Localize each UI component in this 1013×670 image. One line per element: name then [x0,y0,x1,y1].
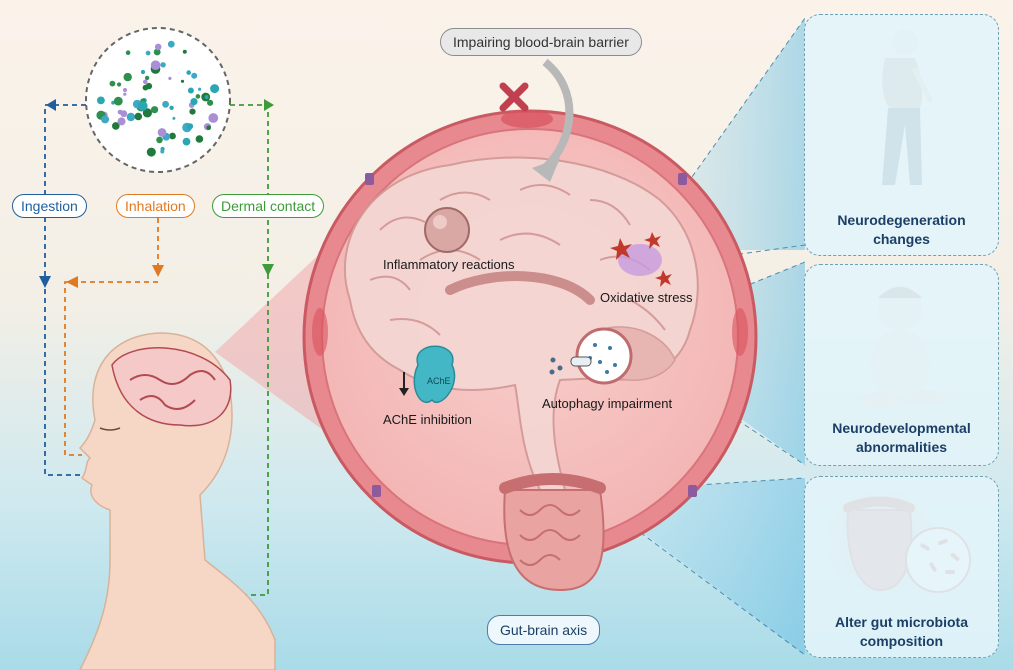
pollutant-particle [182,49,187,54]
pollutant-particle [123,72,132,82]
pollutant-particle [167,40,175,48]
pollutant-particle [168,76,172,80]
neurodevelopmental-line2: abnormalities [855,439,948,455]
pollutant-particle [189,108,196,115]
pollutant-particle [195,135,204,143]
panel-neurodevelopmental: Neurodevelopmental abnormalities [804,264,999,466]
pollutant-particle [123,88,127,92]
down-arrow-icon [399,372,409,396]
pollutant-particle [150,60,161,70]
pollutant-particle [162,100,170,108]
pollutant-particle [169,132,176,140]
inhalation-path [64,218,159,456]
barrier-cross-icon [499,82,529,112]
pollutant-particle [145,50,151,56]
pollutant-particle [153,48,161,56]
pollutant-particle [125,50,131,55]
pollutant-particle [143,79,148,85]
pollutant-particle [208,113,219,123]
neurodevelopmental-line1: Neurodevelopmental [832,420,971,436]
pollutant-particle [151,106,159,114]
gut-intestine-icon [499,473,606,592]
pollutant-particle [160,149,165,154]
ingestion-pill: Ingestion [12,194,87,218]
pollutant-particle [191,72,198,79]
pollutant-particle [154,43,162,51]
barrier-pill: Impairing blood-brain barrier [440,28,642,56]
inhalation-pill: Inhalation [116,194,195,218]
pollutant-particle [112,122,120,130]
gut-microbiota-line1: Alter gut microbiota [834,614,968,630]
pollutant-particle [97,96,105,105]
gut-brain-axis-pill: Gut-brain axis [487,615,601,645]
pollutant-particle [204,95,209,100]
pollutant-particle [172,116,176,120]
pollutant-particle [187,87,194,94]
pollutant-particle [142,108,152,118]
pollutant-particle [142,84,149,91]
pollutant-particle [156,136,163,144]
pollutant-particle [134,112,143,121]
autophagy-vesicle-icon [549,327,633,385]
pollutant-particle [190,98,198,106]
pollutant-particle [198,87,202,91]
ache-enzyme-label: AChE [427,376,451,386]
pollutant-particle [101,115,110,124]
pollutant-particle [187,123,194,130]
pollutant-particle [146,147,156,157]
pollutant-particle [157,128,167,137]
pollutant-particle [169,105,174,111]
inflammatory-reactions-label: Inflammatory reactions [383,257,515,272]
pollutant-particle [210,84,220,94]
pollutant-particle [160,62,166,68]
pollutant-particle [117,82,122,87]
pollutant-particle [126,112,136,122]
pollutant-particle [137,101,148,111]
panel-neurodegeneration: Neurodegeneration changes [804,14,999,256]
neurodegeneration-line2: changes [873,231,930,247]
pollutant-particle [113,96,123,106]
neurodegeneration-line1: Neurodegeneration [837,212,966,228]
pollutant-particles-bubble [85,27,231,173]
pollutant-particle [123,92,127,96]
dermal-contact-pill: Dermal contact [212,194,325,218]
pollutant-particle [206,125,211,130]
pollutant-particle [140,69,146,75]
pollutant-particle [207,99,214,106]
pollutant-particle [120,110,128,118]
human-head-illustration [78,332,276,670]
gut-microbiota-line2: composition [859,633,944,649]
panel-gut-microbiota: Alter gut microbiota composition [804,476,999,658]
autophagy-impairment-label: Autophagy impairment [542,396,673,411]
pollutant-particle [186,70,191,75]
inflammation-sphere-icon [424,207,470,253]
barrier-arrow [542,58,574,171]
pollutant-particle [109,80,116,87]
pollutant-particle [195,94,201,99]
pollutant-particle [182,137,191,146]
pollutant-particle [180,79,185,83]
ache-enzyme-icon [413,345,456,403]
dermal-path [230,104,269,596]
oxidative-stress-label: Oxidative stress [600,290,693,305]
pollutant-particle [117,117,126,126]
ingestion-path [44,104,86,476]
oxidative-stress-icon [610,232,672,287]
pollutant-particle [144,75,150,81]
ache-inhibition-label: AChE inhibition [383,412,472,427]
